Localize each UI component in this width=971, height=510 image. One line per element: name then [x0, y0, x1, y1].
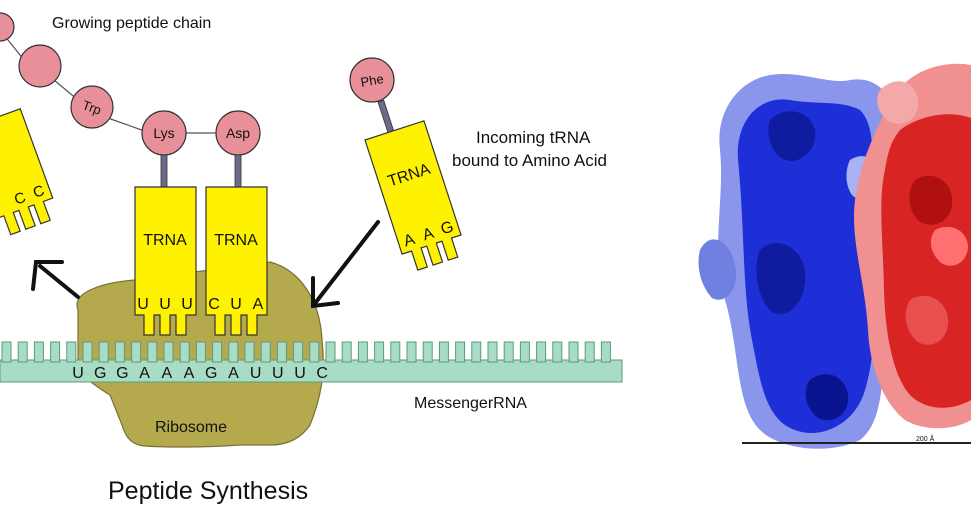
mrna-base: A [184, 365, 195, 382]
mrna-tooth [455, 341, 466, 363]
mrna-tooth [293, 341, 304, 363]
mrna-base: G [116, 365, 128, 382]
amino-acid-bead [18, 44, 62, 88]
entry-arrow [311, 220, 380, 309]
mrna-tooth [212, 341, 223, 363]
amino-acid-beads [0, 12, 395, 156]
anticodon-base: C [208, 296, 220, 313]
mrna-tooth [131, 341, 142, 363]
scale-bar-label: 200 Å [916, 434, 935, 443]
mrna-tooth [357, 341, 368, 363]
mrna-base: U [72, 365, 84, 382]
mrna-base: A [228, 365, 239, 382]
incoming-trna-label: Incoming tRNA [476, 128, 591, 147]
mrna-strand [0, 341, 623, 383]
mrna-tooth [260, 341, 271, 363]
trna-label: TRNA [143, 232, 187, 249]
mrna-tooth [33, 341, 44, 363]
mrna-tooth [552, 341, 563, 363]
asp-label: Asp [226, 125, 250, 141]
mrna-tooth [244, 341, 255, 363]
mrna-tooth [195, 341, 206, 363]
anticodon-base: A [253, 296, 264, 313]
mrna-tooth [536, 341, 547, 363]
mrna-base: A [161, 365, 172, 382]
mrna-base: U [294, 365, 306, 382]
amino-acid-bead [0, 12, 15, 42]
mrna-base: G [205, 365, 217, 382]
trna-exiting: C C [0, 108, 54, 236]
mrna-tooth [406, 341, 417, 363]
mrna-tooth [503, 341, 514, 363]
ribosome-label: Ribosome [155, 419, 227, 436]
mrna-tooth [438, 341, 449, 363]
figure-title: Peptide Synthesis [108, 477, 308, 505]
anticodon-base: G [439, 218, 456, 238]
ribosome-large-subunit [853, 63, 971, 429]
trna-stems [160, 99, 395, 188]
trna-incoming: TRNA A A G [364, 120, 462, 271]
trna-asp: TRNA C U A [205, 186, 268, 336]
mrna-base: C [316, 365, 328, 382]
mrna-tooth [98, 341, 109, 363]
mrna-tooth [179, 341, 190, 363]
mrna-tooth [390, 341, 401, 363]
phe-label: Phe [359, 71, 384, 90]
mrna-tooth [147, 341, 158, 363]
mrna-tooth [114, 341, 125, 363]
mrna-tooth [422, 341, 433, 363]
mrna-tooth [309, 341, 320, 363]
mrna-tooth [66, 341, 77, 363]
mrna-base: U [250, 365, 262, 382]
anticodon-base: U [181, 296, 193, 313]
mrna-base: U [272, 365, 284, 382]
mrna-tooth [276, 341, 287, 363]
mrna-label: MessengerRNA [414, 395, 527, 412]
growing-chain-label: Growing peptide chain [52, 15, 211, 32]
mrna-base: G [94, 365, 106, 382]
ribosome-structure-render: 200 Å [698, 63, 971, 449]
amino-acid-phe [349, 57, 395, 103]
amino-acid-trp [70, 85, 114, 129]
anticodon-base: U [137, 296, 149, 313]
trna-label: TRNA [214, 232, 258, 249]
mrna-tooth [17, 341, 28, 363]
mrna-tooth [374, 341, 385, 363]
mrna-tooth [487, 341, 498, 363]
mrna-base: A [139, 365, 150, 382]
mrna-tooth [325, 341, 336, 363]
mrna-tooth [82, 341, 93, 363]
trp-label: Trp [80, 97, 103, 118]
mrna-tooth [228, 341, 239, 363]
incoming-trna-label-2: bound to Amino Acid [452, 151, 607, 170]
exit-arrow [31, 260, 80, 299]
mrna-tooth [50, 341, 61, 363]
mrna-tooth [519, 341, 530, 363]
anticodon-base: U [230, 296, 242, 313]
mrna-tooth [341, 341, 352, 363]
anticodon-base: U [159, 296, 171, 313]
mrna-tooth [471, 341, 482, 363]
mrna-tooth [568, 341, 579, 363]
mrna-tooth [163, 341, 174, 363]
lys-label: Lys [153, 125, 174, 141]
mrna-tooth [1, 341, 12, 363]
mrna-tooth [600, 341, 611, 363]
mrna-tooth [584, 341, 595, 363]
trna-lys: TRNA U U U [134, 186, 197, 336]
